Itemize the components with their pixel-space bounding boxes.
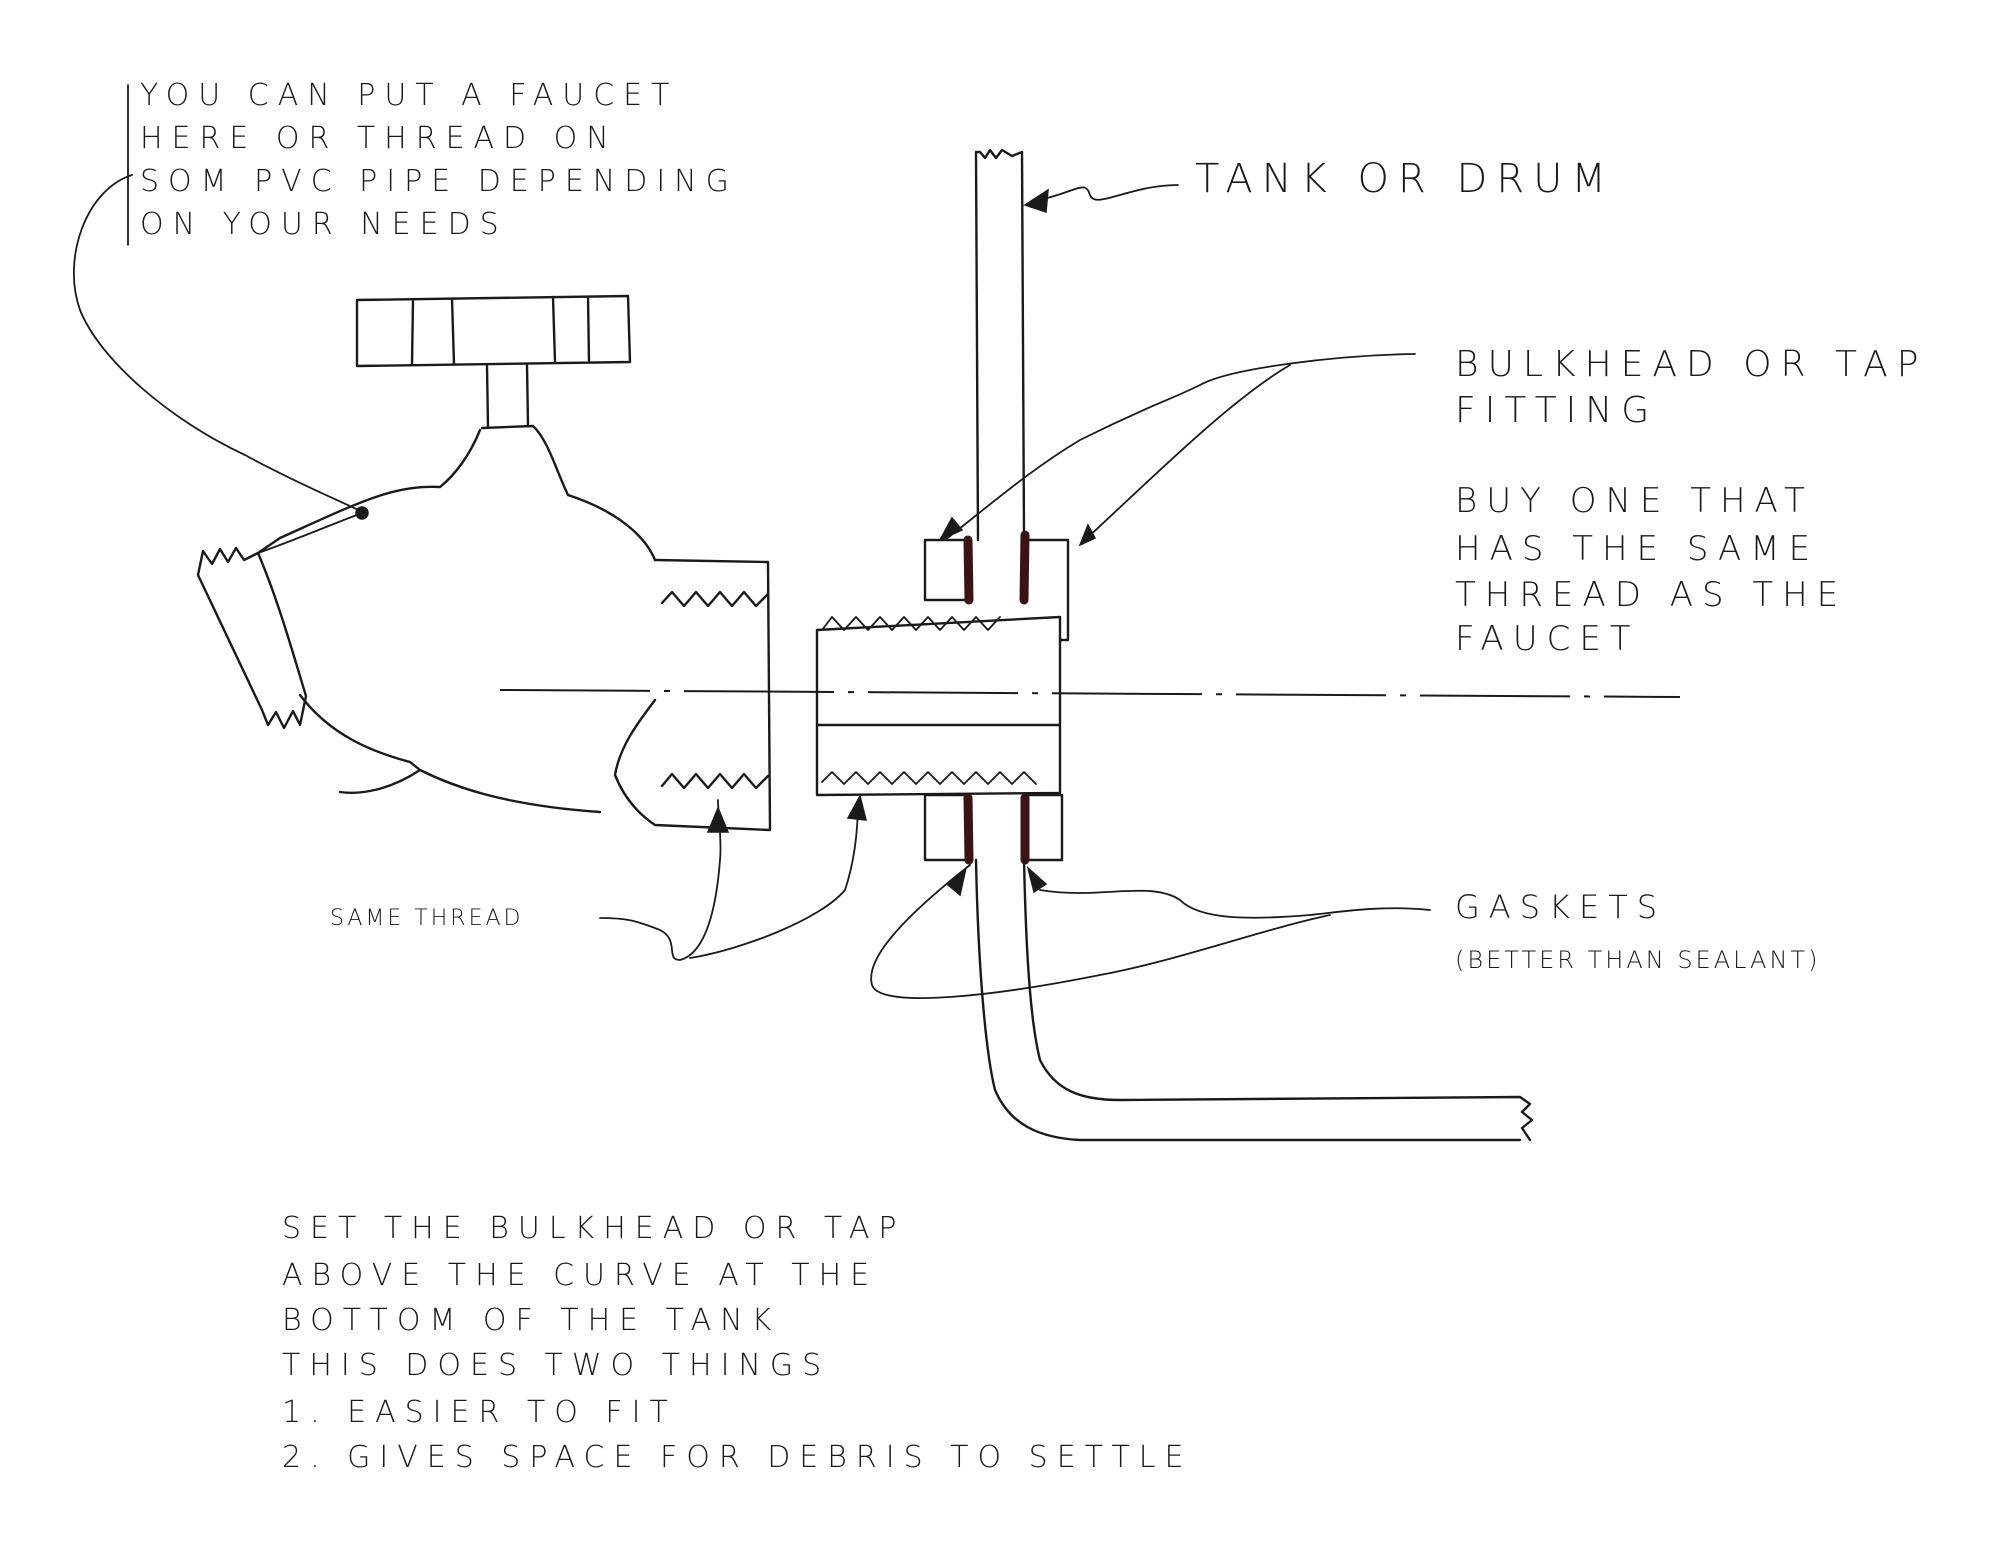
faucet-bonnet: [438, 424, 570, 497]
faucet-note-line-2: HERE OR THREAD ON: [140, 121, 618, 156]
gasket-bottom-left: [963, 793, 974, 865]
instructions-line-6: 2. GIVES SPACE FOR DEBRIS TO SETTLE: [282, 1440, 1192, 1475]
bulkhead-tip-line-1: BUY ONE THAT: [1455, 481, 1814, 521]
bulkhead-body: [815, 615, 1062, 797]
same-thread-arrow-1: [706, 806, 730, 833]
bulkhead-flange-bottom: [923, 793, 1064, 862]
faucet-note: YOU CAN PUT A FAUCET HERE OR THREAD ON S…: [140, 78, 738, 242]
bulkhead-label: BULKHEAD OR TAP FITTING: [1455, 344, 1928, 431]
bulkhead-leader-2: [1084, 364, 1291, 541]
instructions-line-3: BOTTOM OF THE TANK: [282, 1303, 780, 1338]
bulkhead-arrow-1: [938, 516, 964, 542]
faucet-drawing: [73, 174, 772, 832]
same-thread-label: SAME THREAD: [330, 906, 523, 931]
bulkhead-tip-line-4: FAUCET: [1455, 619, 1640, 659]
tank-arrowhead: [1023, 188, 1049, 214]
faucet-inlet-threads: [196, 546, 308, 730]
tank-leader: [1039, 184, 1179, 201]
tank-wall-lower: [974, 858, 1534, 1142]
tank-wall-upper: [974, 148, 1026, 542]
faucet-thread-leader: [257, 512, 363, 554]
gaskets-label-line-1: GASKETS: [1455, 888, 1666, 926]
gasket-leader: [870, 864, 1431, 999]
faucet-stem: [485, 363, 530, 429]
gasket-top-left: [963, 535, 974, 605]
bulkhead-tip: BUY ONE THAT HAS THE SAME THREAD AS THE …: [1455, 481, 1847, 659]
bulkhead-threads-bottom: [821, 771, 1037, 785]
instructions-line-4: THIS DOES TWO THINGS: [282, 1348, 830, 1383]
instructions-line-5: 1. EASIER TO FIT: [282, 1395, 677, 1430]
bulkhead-label-line-1: BULKHEAD OR TAP: [1455, 344, 1928, 385]
bulkhead-fitting-drawing: [815, 530, 1070, 865]
gaskets-label-line-2: (BETTER THAN SEALANT): [1455, 946, 1820, 974]
gasket-top-right: [1019, 530, 1030, 605]
faucet-body: [256, 485, 657, 814]
instructions-line-2: ABOVE THE CURVE AT THE: [282, 1258, 878, 1293]
same-thread-arrow-2: [846, 793, 867, 821]
bulkhead-label-line-2: FITTING: [1455, 390, 1658, 431]
same-thread-leader: [599, 799, 859, 961]
faucet-note-leader: [73, 174, 363, 513]
centerline: [499, 689, 1681, 698]
bulkhead-flange-top: [923, 538, 1070, 642]
faucet-outlet-sleeve: [613, 558, 772, 832]
bulkhead-leader-1: [944, 353, 1416, 541]
gaskets-label: GASKETS (BETTER THAN SEALANT): [1455, 888, 1820, 974]
tank-label: TANK OR DRUM: [1195, 156, 1615, 202]
faucet-note-line-4: ON YOUR NEEDS: [140, 207, 508, 242]
faucet-note-line-3: SOM PVC PIPE DEPENDING: [140, 164, 738, 199]
bulkhead-tip-line-2: HAS THE SAME: [1455, 529, 1819, 569]
instructions: SET THE BULKHEAD OR TAP ABOVE THE CURVE …: [282, 1211, 1192, 1475]
bulkhead-tip-line-3: THREAD AS THE: [1455, 575, 1847, 615]
bulkhead-arrow-2: [1078, 523, 1097, 547]
tank-wall-drawing: [974, 148, 1534, 1142]
faucet-note-line-1: YOU CAN PUT A FAUCET: [140, 78, 678, 113]
gasket-arrow-2: [1026, 865, 1048, 894]
gasket-arrow-1: [946, 865, 968, 897]
instructions-line-1: SET THE BULKHEAD OR TAP: [282, 1211, 906, 1246]
bulkhead-threads-top: [821, 616, 1001, 631]
faucet-handle: [355, 294, 632, 368]
